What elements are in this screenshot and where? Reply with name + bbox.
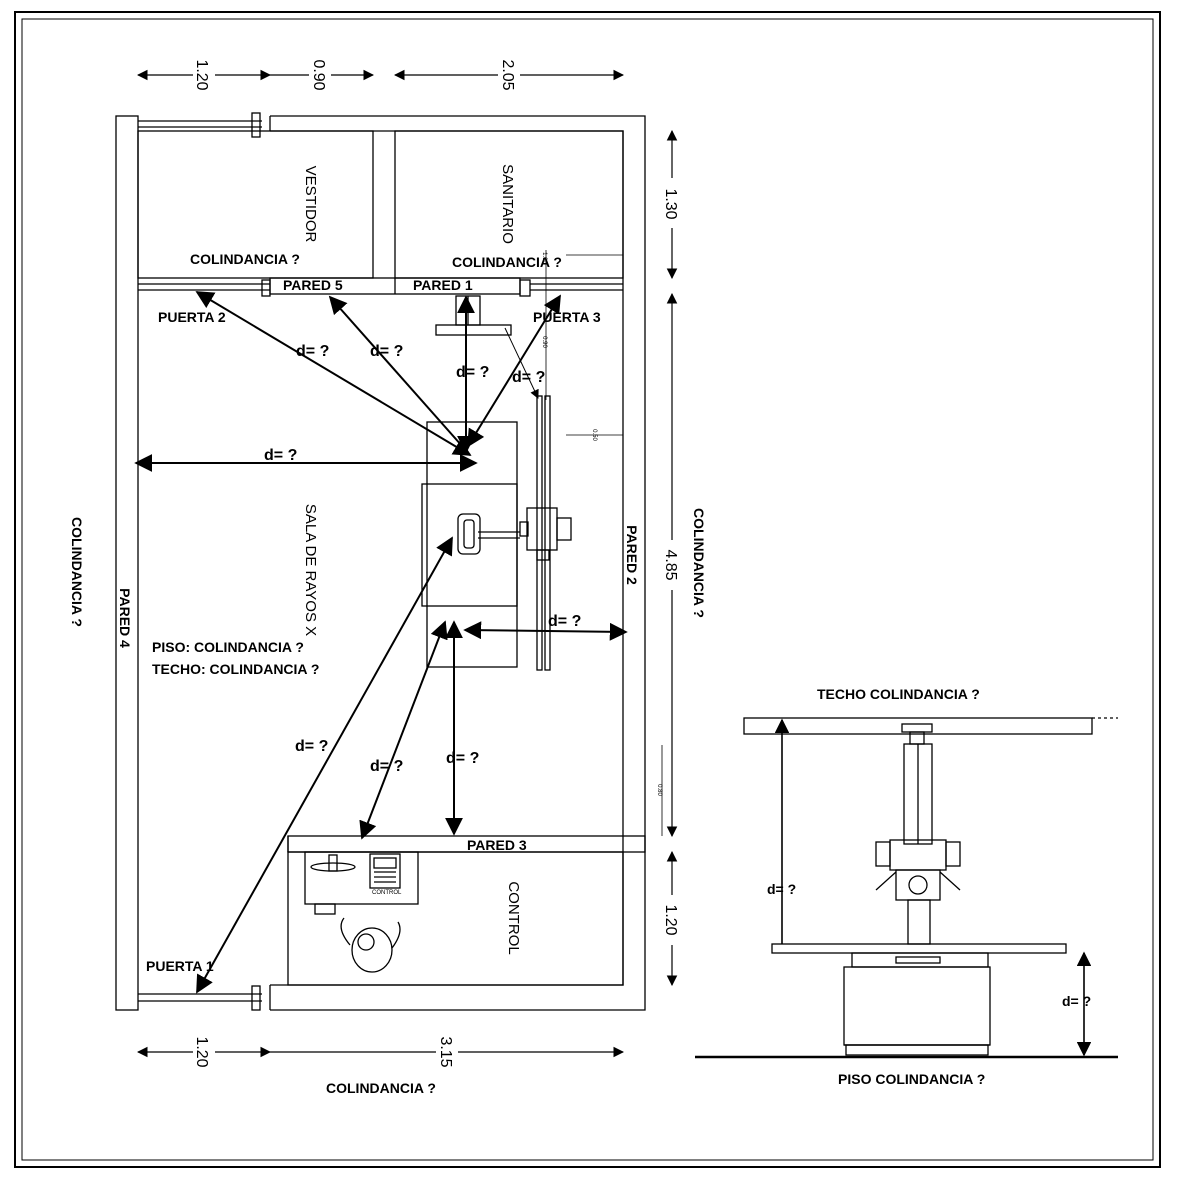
wall-labels: PARED 5 PARED 1 PARED 3 PARED 2 PARED 4 bbox=[117, 277, 640, 853]
control-console bbox=[304, 851, 419, 915]
section-d-label-1: d= ? bbox=[767, 881, 796, 897]
d-label-1: d= ? bbox=[296, 343, 329, 360]
colindancia-bottom: COLINDANCIA ? bbox=[326, 1080, 436, 1096]
dim-top-2: 0.90 bbox=[310, 59, 327, 90]
wall-bucky bbox=[435, 295, 512, 336]
arrow-to-puerta-2 bbox=[195, 291, 472, 456]
dim-bottom-2: 3.15 bbox=[437, 1036, 454, 1067]
section-view bbox=[695, 717, 1118, 1059]
label-pared-1: PARED 1 bbox=[413, 277, 473, 293]
arrow-to-pared-2 bbox=[463, 621, 628, 641]
dim-right-1: 1.30 bbox=[662, 188, 679, 219]
colindancia-sanitario: COLINDANCIA ? bbox=[452, 254, 562, 270]
dim-right-2: 4.85 bbox=[662, 549, 679, 580]
d-label-8: d= ? bbox=[370, 758, 403, 775]
door-leaf-bottom bbox=[138, 985, 262, 1011]
outer-dimension-lines bbox=[136, 69, 678, 1058]
section-ceiling-slab bbox=[743, 717, 1093, 735]
dim-bottom-1: 1.20 bbox=[193, 1036, 210, 1067]
colindancia-left: COLINDANCIA ? bbox=[69, 517, 85, 627]
arrow-to-control-console bbox=[359, 620, 448, 840]
label-pared-2: PARED 2 bbox=[624, 525, 640, 585]
arrow-puerta-3-short bbox=[504, 327, 539, 399]
label-pared-5: PARED 5 bbox=[283, 277, 343, 293]
piso-colindancia: PISO: COLINDANCIA ? bbox=[152, 639, 304, 655]
section-d-label-2: d= ? bbox=[1062, 993, 1091, 1009]
dim-small-4: 0.90 bbox=[541, 336, 547, 348]
colindancia-vestidor: COLINDANCIA ? bbox=[190, 251, 300, 267]
techo-section-label: TECHO COLINDANCIA ? bbox=[817, 686, 980, 702]
dim-small-3: 1.00 bbox=[541, 252, 547, 264]
label-pared-4: PARED 4 bbox=[117, 588, 133, 648]
colindancia-right: COLINDANCIA ? bbox=[691, 508, 707, 618]
d-label-4: d= ? bbox=[512, 369, 545, 386]
operator-figure-icon bbox=[340, 917, 401, 973]
dimension-labels: 1.20 0.90 2.05 1.30 4.85 1.20 1.20 3.15 … bbox=[193, 59, 679, 1067]
dim-small-1: 0.50 bbox=[591, 429, 597, 441]
label-puerta-2: PUERTA 2 bbox=[158, 309, 226, 325]
outer-wall-right bbox=[270, 115, 646, 1011]
d-label-6: d= ? bbox=[548, 613, 581, 630]
pared-4-wall bbox=[115, 115, 139, 1011]
d-label-5: d= ? bbox=[264, 447, 297, 464]
arrow-to-puerta-1 bbox=[196, 536, 453, 994]
techo-colindancia: TECHO: COLINDANCIA ? bbox=[152, 661, 319, 677]
d-label-3: d= ? bbox=[456, 364, 489, 381]
dim-right-3: 1.20 bbox=[662, 904, 679, 935]
piso-section-label: PISO COLINDANCIA ? bbox=[838, 1071, 985, 1087]
d-label-2: d= ? bbox=[370, 343, 403, 360]
room-sala-rayos-x: SALA DE RAYOS X bbox=[302, 504, 319, 636]
section-labels: TECHO COLINDANCIA ? PISO COLINDANCIA ? d… bbox=[767, 686, 1091, 1087]
section-table-top bbox=[771, 943, 1067, 954]
vestidor-room bbox=[137, 130, 374, 279]
distance-arrows bbox=[134, 291, 628, 994]
control-room bbox=[287, 851, 624, 986]
room-vestidor: VESTIDOR bbox=[302, 166, 319, 243]
label-puerta-1: PUERTA 1 bbox=[146, 958, 214, 974]
arrow-to-pared-5 bbox=[328, 295, 471, 456]
floor-plan bbox=[115, 112, 663, 1011]
dim-top-1: 1.20 bbox=[193, 59, 210, 90]
label-pared-3: PARED 3 bbox=[467, 837, 527, 853]
room-sanitario: SANITARIO bbox=[499, 164, 516, 244]
distance-labels: d= ? d= ? d= ? d= ? d= ? d= ? d= ? d= ? … bbox=[264, 343, 581, 775]
d-label-9: d= ? bbox=[446, 750, 479, 767]
dim-top-3: 2.05 bbox=[499, 59, 516, 90]
d-label-7: d= ? bbox=[295, 738, 328, 755]
console-label: CONTROL bbox=[372, 890, 402, 896]
dimension-label-masks bbox=[193, 58, 684, 1070]
room-control: CONTROL bbox=[505, 881, 522, 954]
dim-small-2: 0.80 bbox=[656, 784, 662, 796]
door-leaf-top bbox=[138, 112, 262, 138]
arrow-to-puerta-3 bbox=[467, 294, 561, 448]
drawing-frame bbox=[14, 11, 1161, 1168]
